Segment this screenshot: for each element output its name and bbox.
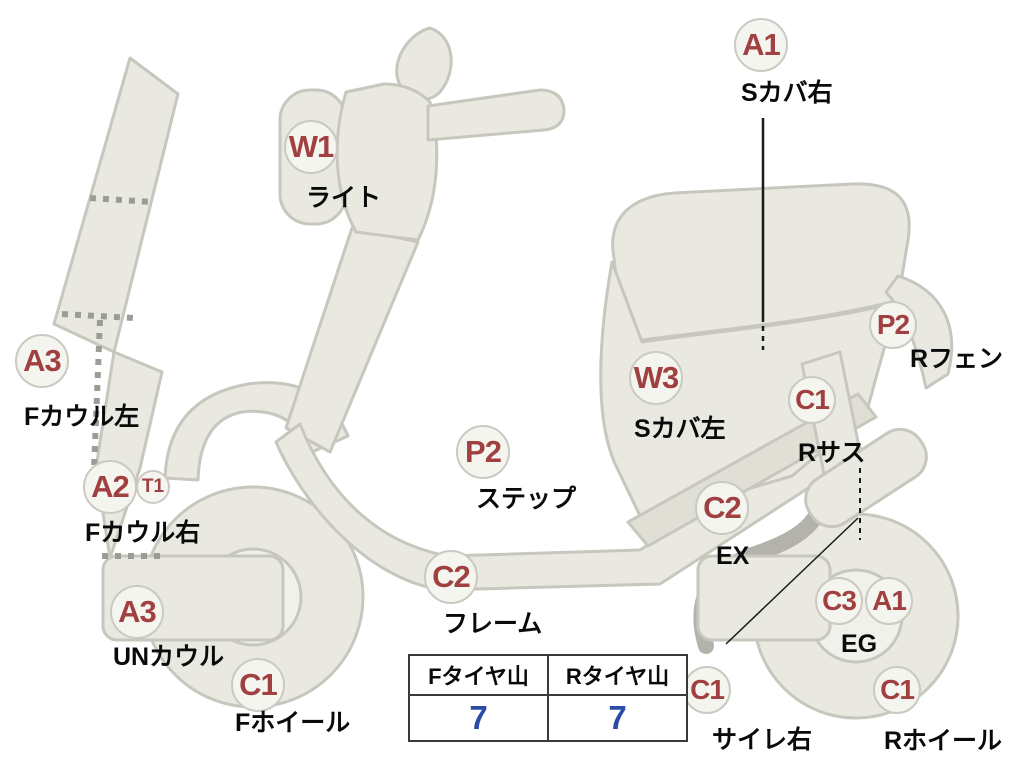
grade-badge-front-wheel: C1: [231, 658, 285, 712]
part-label-fcowl-left: Fカウル左: [24, 403, 140, 431]
part-label-fcowl-right: Fカウル右: [85, 519, 201, 547]
tire-tread-table: Fタイヤ山 Rタイヤ山 7 7: [408, 654, 688, 742]
grade-badge-frame: C2: [424, 550, 478, 604]
grade-badge-fcowl-right: A2: [83, 460, 137, 514]
rear-tire-tread-header: Rタイヤ山: [547, 654, 688, 696]
part-label-exhaust: EX: [716, 542, 750, 570]
grade-badge-engine-a1: A1: [865, 577, 913, 625]
grade-badge-fcowl-left: A3: [15, 334, 69, 388]
part-label-headlight: ライト: [306, 184, 382, 212]
fork-beam-shape: [284, 226, 420, 454]
rear-rail-shape: [626, 392, 878, 548]
part-label-scover-right: Sカバ右: [741, 79, 833, 107]
part-label-rear-suspension: Rサス: [798, 439, 866, 467]
part-label-rear-wheel: Rホイール: [884, 727, 1003, 755]
part-label-frame: フレーム: [443, 610, 543, 638]
part-label-scover-left: Sカバ左: [634, 415, 726, 443]
grade-badge-rear-fender: P2: [869, 301, 917, 349]
part-label-engine: EG: [841, 630, 878, 658]
side-cover-shape: [599, 260, 899, 522]
grade-badge-headlight: W1: [284, 120, 338, 174]
grade-badge-fcowl-right-sub: T1: [136, 470, 170, 504]
part-label-silencer-right: サイレ右: [712, 726, 813, 754]
grade-badge-step: P2: [456, 425, 510, 479]
part-label-step: ステップ: [476, 485, 577, 513]
grade-badge-rear-wheel: C1: [873, 666, 921, 714]
grade-badge-exhaust: C2: [695, 481, 749, 535]
grade-badge-engine: C3: [815, 577, 863, 625]
handle-body-shape: [335, 82, 439, 242]
grade-badge-scover-right: A1: [734, 18, 788, 72]
front-tire-tread-value: 7: [408, 694, 549, 742]
grade-badge-rear-suspension: C1: [788, 376, 836, 424]
grade-badge-silencer-right: C1: [683, 666, 731, 714]
front-tire-tread-header: Fタイヤ山: [408, 654, 549, 696]
silencer-connector-line: [725, 517, 859, 645]
part-label-front-wheel: Fホイール: [235, 709, 351, 737]
part-label-under-cowl: UNカウル: [113, 643, 225, 671]
rear-tire-tread-value: 7: [547, 694, 688, 742]
muffler-shape: [804, 427, 928, 529]
grade-badge-scover-left: W3: [629, 351, 683, 405]
grade-badge-under-cowl: A3: [110, 585, 164, 639]
windscreen-shape: [52, 56, 180, 354]
part-label-rear-fender: Rフェン: [910, 345, 1004, 373]
handlebar-arm-shape: [426, 88, 566, 142]
damage-marks: [61, 195, 163, 559]
